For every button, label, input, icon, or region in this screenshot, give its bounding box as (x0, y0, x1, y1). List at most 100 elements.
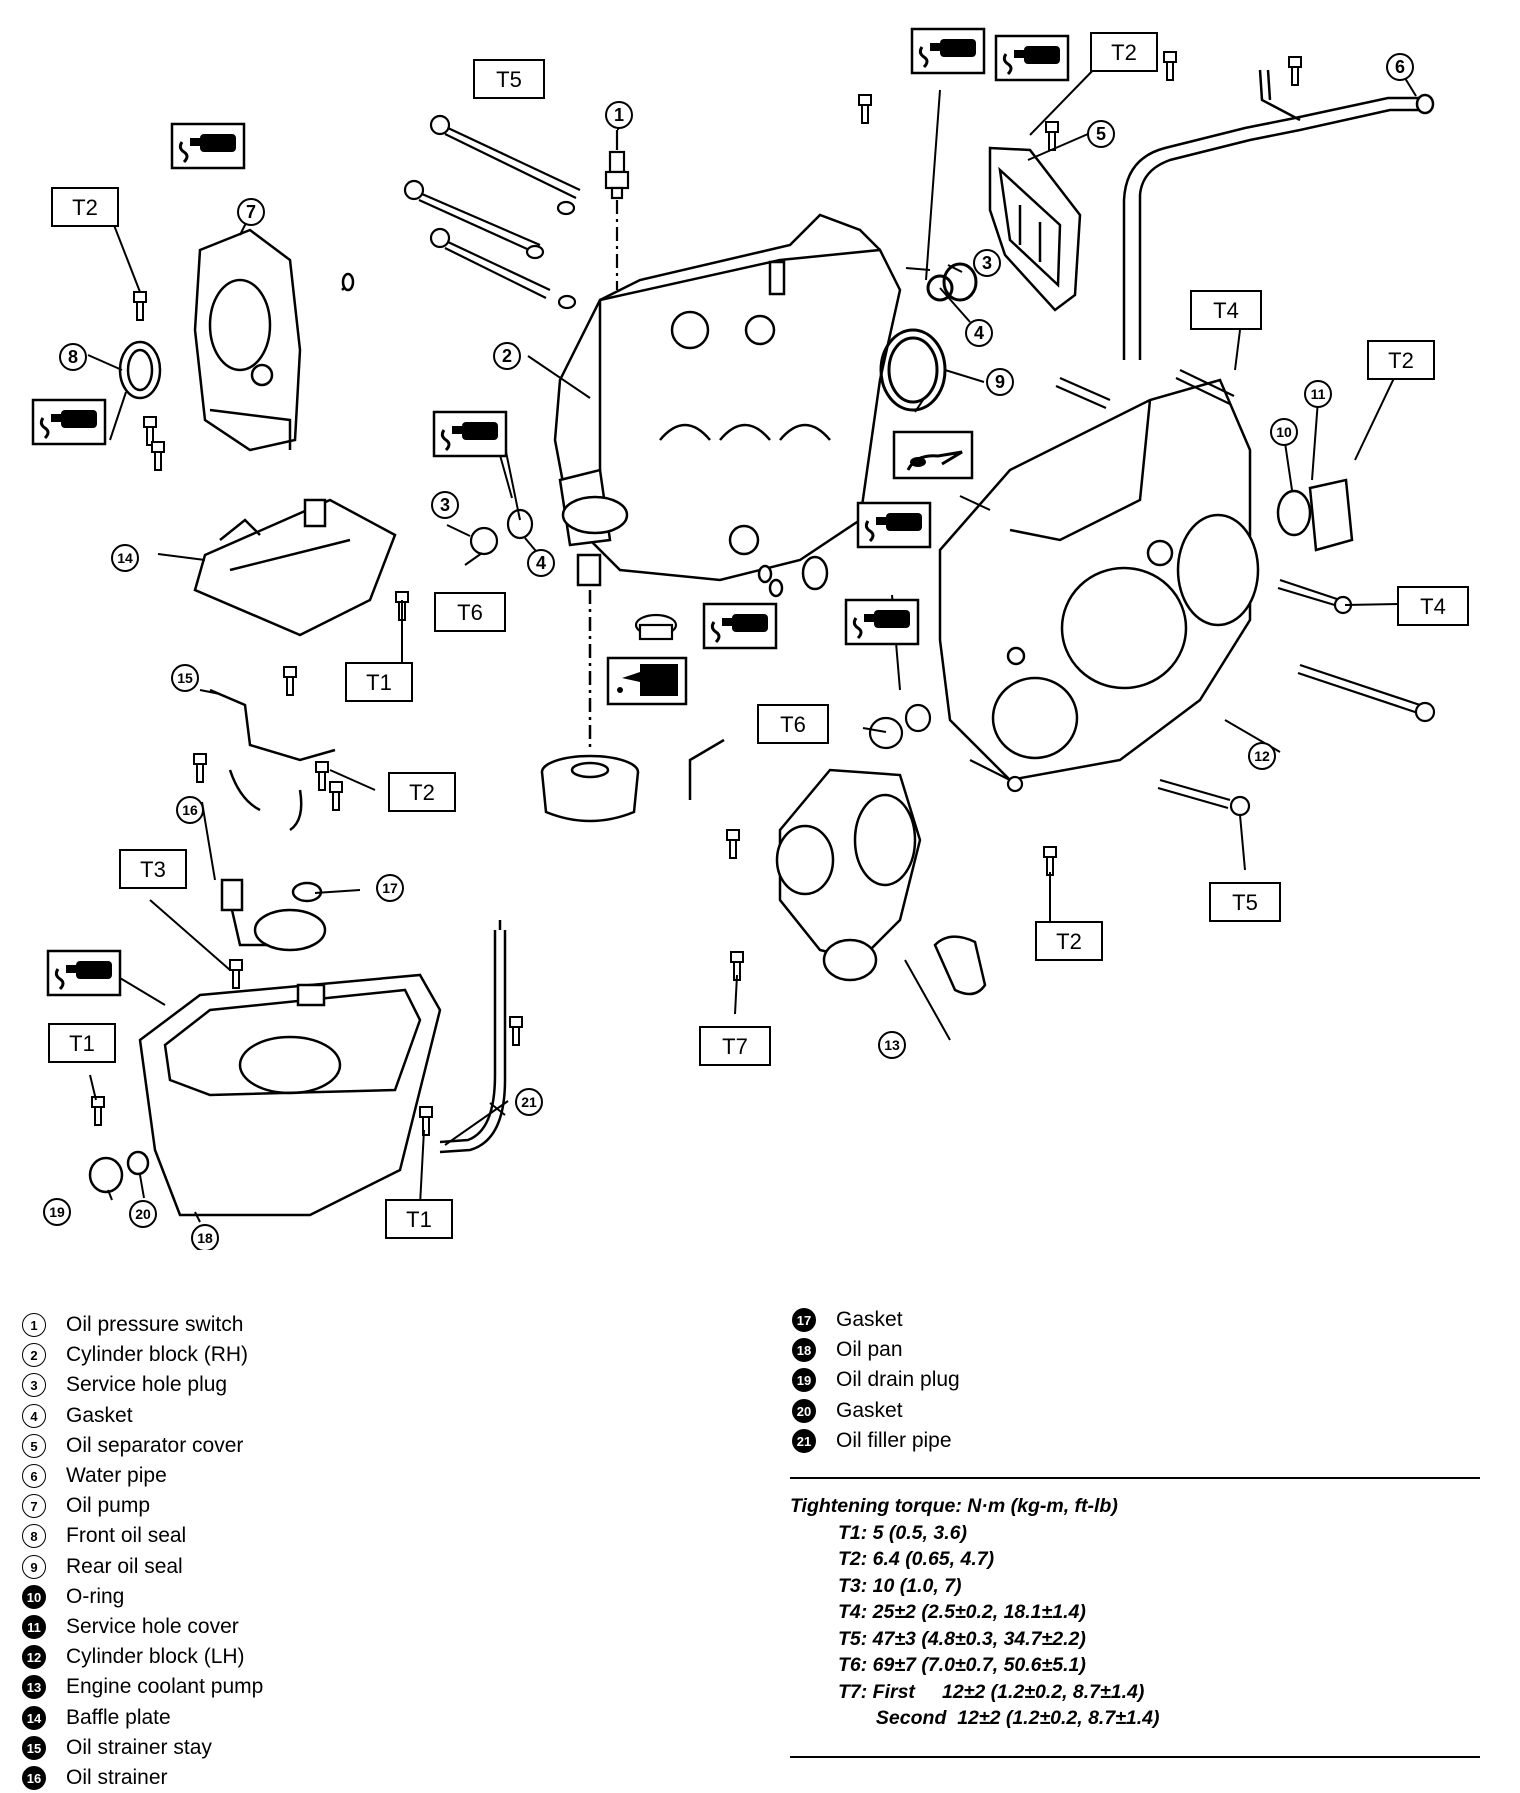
torque-box-t2-mid: T2 (388, 772, 456, 812)
service-hole-plug-right (868, 703, 932, 750)
legend-number: 17 (792, 1308, 816, 1333)
torque-rows: T1: 5 (0.5, 3.6) T2: 6.4 (0.65, 4.7) T3: 1… (790, 1520, 1160, 1732)
sealant-icon-block-lh (856, 501, 932, 549)
svg-text:T2: T2 (1388, 348, 1414, 373)
svg-text:4: 4 (536, 553, 546, 573)
legend-label: Oil pump (66, 1494, 151, 1518)
grease-icon (892, 430, 974, 480)
svg-text:17: 17 (382, 880, 398, 896)
callout-19: 19 (43, 1198, 71, 1226)
oil-pump (118, 228, 355, 452)
svg-text:T6: T6 (780, 712, 806, 737)
legend-number: 3 (22, 1373, 46, 1398)
oil-separator-cover (988, 146, 1082, 312)
svg-text:T3: T3 (140, 857, 166, 882)
legend-label: Gasket (66, 1403, 133, 1427)
legend-label: Service hole cover (66, 1614, 239, 1638)
legend-number: 16 (22, 1765, 46, 1790)
sealant-icon-oil-pan (46, 949, 122, 997)
callout-6: 6 (1386, 53, 1414, 81)
torque-row: T2: 6.4 (0.65, 4.7) (838, 1548, 995, 1570)
legend-label: Gasket (836, 1308, 903, 1332)
legend-label: Gasket (836, 1398, 903, 1422)
legend-number: 19 (792, 1368, 816, 1393)
legend-number: 1 (22, 1313, 46, 1338)
torque-box-t6-mid: T6 (757, 704, 829, 744)
svg-text:21: 21 (521, 1094, 537, 1110)
svg-text:9: 9 (995, 372, 1005, 392)
callout-12: 12 (1248, 742, 1276, 770)
legend-number: 6 (22, 1464, 46, 1489)
sealant-icon-oil-pump (170, 122, 246, 170)
svg-text:T2: T2 (409, 780, 435, 805)
block-bolts-right (969, 369, 1436, 817)
svg-text:4: 4 (974, 323, 984, 343)
torque-row: T1: 5 (0.5, 3.6) (838, 1521, 967, 1544)
callout-13: 13 (878, 1031, 906, 1059)
oil-filter (540, 553, 640, 823)
torque-row: T3: 10 (1.0, 7) (838, 1574, 962, 1597)
torque-row: T5: 47±3 (4.8±0.3, 34.7±2.2) (838, 1627, 1086, 1650)
torque-row: T4: 25±2 (2.5±0.2, 18.1±1.4) (838, 1601, 1086, 1623)
svg-text:T2: T2 (1056, 929, 1082, 954)
svg-text:1: 1 (614, 105, 624, 125)
callout-4a: 4 (527, 549, 555, 577)
legend-number: 2 (22, 1343, 46, 1368)
svg-text:5: 5 (1096, 124, 1106, 144)
svg-text:T4: T4 (1213, 298, 1239, 323)
legend-label: Service hole plug (66, 1373, 228, 1397)
legend-label: Rear oil seal (66, 1554, 183, 1578)
callout-16: 16 (176, 796, 204, 824)
sealant-icon-separator (994, 34, 1070, 82)
callout-17: 17 (376, 874, 404, 902)
svg-text:14: 14 (117, 550, 133, 566)
legend-item: 3 Service hole plug (22, 1370, 263, 1400)
legend-label: Cylinder block (LH) (66, 1645, 245, 1669)
svg-text:10: 10 (1276, 424, 1292, 440)
svg-text:7: 7 (246, 202, 256, 222)
service-hole-plug-left (469, 508, 534, 556)
legend-number: 12 (22, 1645, 46, 1670)
svg-text:T2: T2 (72, 195, 98, 220)
oil-strainer (220, 878, 327, 952)
long-bolts (403, 114, 581, 310)
svg-text:16: 16 (182, 802, 198, 818)
callout-3b: 3 (973, 249, 1001, 277)
sealant-icon-plug (702, 602, 778, 650)
torque-box-t7: T7 (699, 1026, 771, 1066)
oil-pressure-switch (604, 130, 630, 290)
svg-text:20: 20 (135, 1206, 151, 1222)
sealant-icon-rear-seal (910, 27, 986, 75)
legend-label: Oil separator cover (66, 1433, 244, 1457)
svg-text:8: 8 (68, 347, 78, 367)
legend-label: Oil filler pipe (836, 1428, 952, 1452)
callout-21: 21 (515, 1088, 543, 1116)
legend-label: Baffle plate (66, 1705, 171, 1729)
callout-18: 18 (191, 1224, 219, 1250)
legend-number: 18 (792, 1338, 816, 1363)
legend-label: Engine coolant pump (66, 1675, 264, 1699)
legend-number: 13 (22, 1675, 46, 1700)
tightening-torque-spec: Tightening torque: N·m (kg-m, ft-lb) T1:… (790, 1493, 1160, 1732)
legend-label: Cylinder block (RH) (66, 1343, 249, 1367)
legend-item: 17 Gasket (792, 1305, 960, 1335)
engine-coolant-pump (688, 738, 987, 996)
torque-box-t1-left: T1 (48, 1023, 116, 1063)
sealant-icon-front-seal (31, 398, 107, 446)
callout-10: 10 (1270, 418, 1298, 446)
cylinder-block-rh (553, 213, 902, 598)
legend-label: Oil strainer (66, 1765, 168, 1789)
legend-number: 11 (22, 1614, 46, 1639)
torque-box-t2-top: T2 (1090, 32, 1158, 72)
svg-text:19: 19 (49, 1204, 65, 1220)
